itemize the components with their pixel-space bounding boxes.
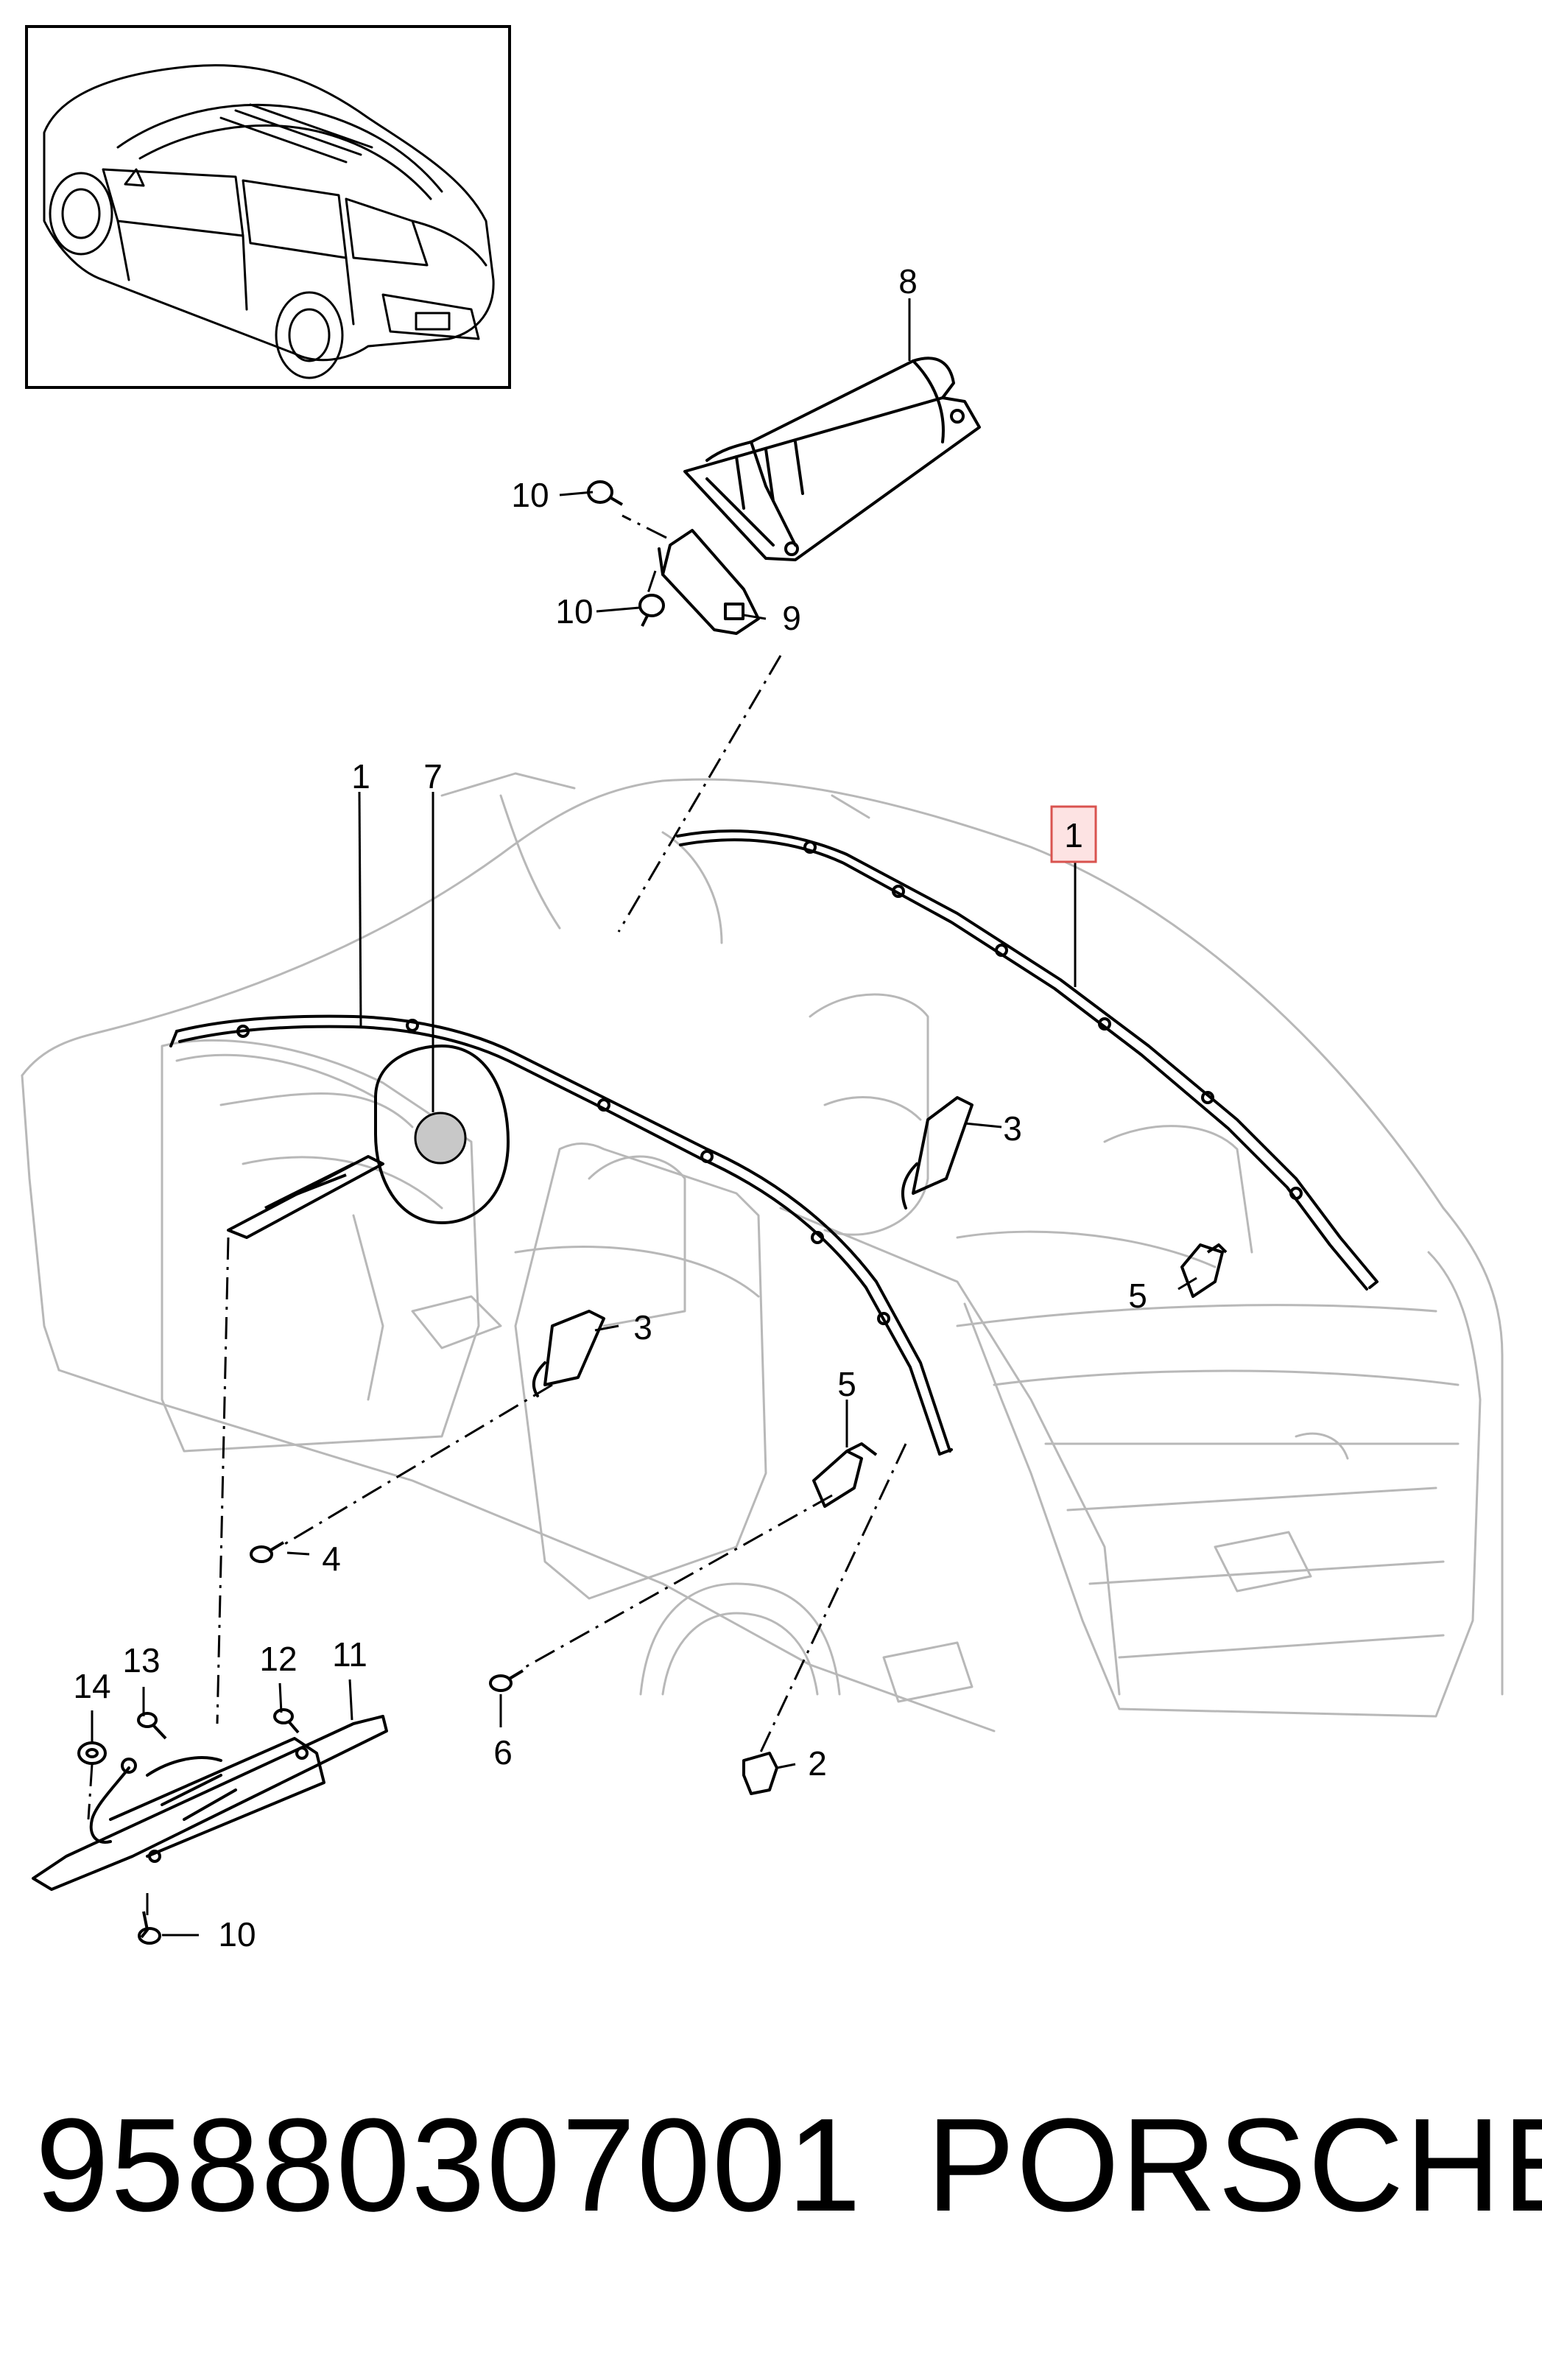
brand-name: PORSCHE [926,2091,1542,2239]
callout-2: 2 [808,1744,827,1783]
callout-7: 7 [423,757,443,796]
clip-2 [742,1752,778,1795]
crash-sensor-pillar [812,1442,878,1508]
curtain-airbag-left [169,1014,953,1456]
callout-14: 14 [73,1667,110,1705]
callout-13: 13 [122,1641,160,1679]
driver-airbag [374,1044,510,1225]
knee-airbag-installed [227,1155,384,1239]
callout-5: 5 [1128,1277,1147,1315]
part-number: 95880307001 [35,2091,863,2239]
callout-1: 1 [351,757,370,796]
callout-12: 12 [259,1640,297,1678]
callout-8: 8 [898,262,918,301]
nut-14 [77,1741,107,1765]
callout-3: 3 [633,1308,652,1347]
vehicle-body-outline [21,772,1504,1733]
wiring-harness [89,1758,137,1844]
callout-5: 5 [837,1365,856,1403]
callout-10: 10 [511,476,549,514]
screw-6 [489,1669,524,1692]
assembly-lines [87,514,907,1915]
leader-lines [91,298,1197,1937]
callout-9: 9 [782,599,801,637]
screw-4 [250,1541,285,1563]
callout-labels: 8 10 10 9 1 7 1 3 3 5 5 4 6 2 14 13 12 1… [73,262,1147,1954]
screw-10-top [587,480,665,627]
callout-highlight-box [1050,805,1097,863]
side-airbag-right-seat [901,1096,974,1210]
callout-10: 10 [218,1915,256,1954]
side-airbag-left-seat [532,1310,605,1397]
screw-13 [137,1712,167,1740]
callout-10: 10 [555,592,593,631]
screw-10-bottom [138,1911,161,1945]
callout-6: 6 [493,1733,513,1772]
callout-11: 11 [332,1635,367,1674]
callout-3: 3 [1003,1109,1022,1148]
curtain-airbag-right [676,829,1379,1291]
airbag-bracket [658,529,760,635]
crash-sensor-rear [1180,1243,1228,1298]
screw-12 [273,1708,300,1734]
knee-airbag [32,1715,388,1891]
callout-1-highlighted: 1 [1064,816,1083,854]
vehicle-thumbnail [25,25,511,389]
passenger-airbag-module [683,357,981,561]
callout-4: 4 [322,1540,341,1578]
